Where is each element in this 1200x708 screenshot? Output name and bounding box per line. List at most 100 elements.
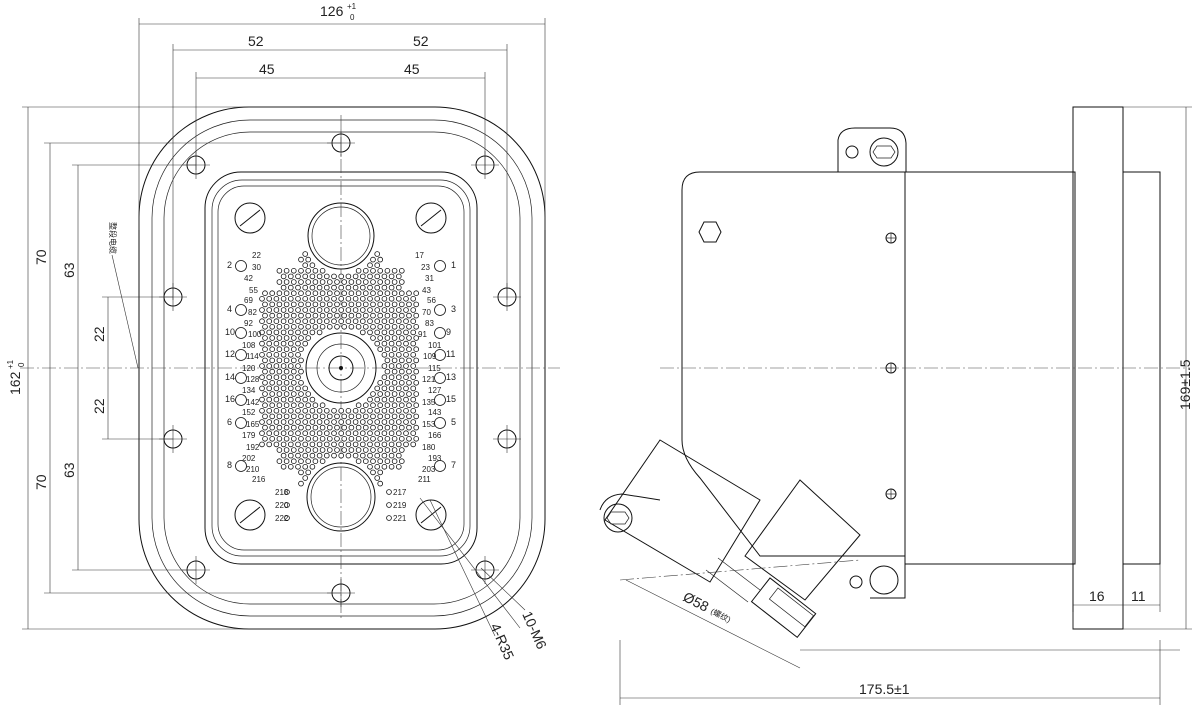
signal-pin bbox=[381, 273, 388, 280]
signal-pin bbox=[406, 335, 412, 341]
signal-pin bbox=[395, 374, 402, 381]
signal-pin bbox=[284, 502, 290, 508]
signal-pin bbox=[391, 458, 398, 465]
guide-screws bbox=[234, 202, 447, 531]
signal-pin bbox=[312, 301, 319, 308]
signal-pin bbox=[384, 391, 391, 397]
pin-label: 114 bbox=[246, 352, 259, 361]
signal-pin bbox=[284, 489, 290, 495]
signal-pin bbox=[345, 452, 352, 459]
signal-pin bbox=[295, 284, 301, 291]
signal-pin bbox=[384, 413, 391, 420]
signal-pin bbox=[359, 329, 366, 336]
signal-pin bbox=[388, 419, 395, 425]
signal-pin bbox=[331, 295, 337, 302]
dim-overall-height-tol-upper: +1 bbox=[6, 359, 15, 369]
signal-pin bbox=[345, 295, 352, 302]
pin-label: 55 bbox=[249, 286, 258, 295]
signal-pin bbox=[370, 256, 376, 263]
signal-pin bbox=[269, 323, 276, 330]
signal-pin bbox=[362, 435, 369, 442]
signal-pin bbox=[398, 323, 405, 330]
signal-pin bbox=[377, 391, 384, 397]
signal-pin bbox=[388, 329, 395, 336]
signal-pin bbox=[269, 379, 276, 386]
signal-pin bbox=[362, 323, 369, 330]
dim-flange-thk: 16 bbox=[1089, 588, 1105, 604]
signal-pin bbox=[345, 430, 352, 437]
contact-number: 1 bbox=[451, 260, 456, 270]
signal-pin bbox=[398, 279, 405, 285]
power-contact bbox=[235, 460, 247, 472]
dim-thread-note: (螺纹) bbox=[709, 606, 733, 625]
power-contact bbox=[235, 372, 247, 384]
signal-pin bbox=[381, 363, 388, 369]
dim-lower-22: 22 bbox=[91, 398, 107, 414]
pin-label: 42 bbox=[244, 274, 253, 283]
signal-pin bbox=[352, 441, 359, 448]
signal-pin bbox=[398, 346, 405, 353]
signal-pin bbox=[374, 307, 381, 313]
signal-pin bbox=[309, 419, 316, 425]
signal-pin bbox=[266, 430, 273, 437]
contact-number: 2 bbox=[227, 260, 232, 270]
signal-pin bbox=[384, 435, 391, 442]
contact-number: 8 bbox=[227, 460, 232, 470]
signal-pin bbox=[403, 307, 409, 313]
dim-upper-22: 22 bbox=[91, 326, 107, 342]
signal-pin bbox=[283, 346, 290, 353]
pin-label: 109 bbox=[423, 352, 437, 361]
signal-pin bbox=[395, 452, 402, 459]
signal-pin bbox=[381, 419, 388, 425]
signal-pin bbox=[298, 447, 304, 453]
signal-pin bbox=[326, 290, 333, 297]
signal-pin bbox=[352, 407, 359, 414]
signal-pin bbox=[290, 290, 297, 297]
signal-pin bbox=[413, 290, 420, 297]
dim-gap: 11 bbox=[1131, 588, 1146, 604]
power-contact bbox=[434, 304, 446, 316]
signal-pin bbox=[381, 307, 388, 313]
signal-pin bbox=[298, 323, 304, 330]
front-view: 22 30 42 55 69 82 92 100 108 114 120 128… bbox=[20, 106, 560, 630]
signal-pin bbox=[370, 424, 376, 431]
signal-pin bbox=[381, 295, 388, 302]
signal-pin bbox=[348, 435, 355, 442]
signal-pin bbox=[398, 391, 405, 397]
signal-pin bbox=[374, 273, 381, 280]
signal-pin bbox=[384, 323, 391, 330]
signal-pin bbox=[302, 475, 309, 481]
pin-label: 192 bbox=[246, 443, 260, 452]
signal-pin bbox=[334, 279, 340, 285]
signal-pin bbox=[391, 279, 398, 285]
dim-thread-dia: Ø58 bbox=[681, 588, 712, 614]
signal-pin bbox=[295, 441, 301, 448]
signal-pin bbox=[283, 323, 290, 330]
signal-pin bbox=[406, 379, 412, 386]
signal-pin bbox=[302, 284, 309, 291]
dim-overall-width-tol-lower: 0 bbox=[350, 13, 355, 22]
signal-pin bbox=[316, 441, 323, 448]
signal-pin bbox=[280, 385, 287, 392]
signal-pin bbox=[280, 396, 287, 403]
signal-pin bbox=[355, 301, 362, 308]
signal-pin bbox=[302, 329, 309, 336]
signal-pin bbox=[345, 284, 352, 291]
signal-pin bbox=[305, 413, 312, 420]
signal-pin bbox=[331, 419, 337, 425]
signal-pin bbox=[262, 379, 268, 386]
pin-label: 202 bbox=[242, 454, 256, 463]
signal-pin bbox=[355, 458, 362, 465]
signal-pin bbox=[352, 318, 359, 325]
signal-pin bbox=[312, 413, 319, 420]
signal-pin bbox=[377, 447, 384, 453]
signal-pin bbox=[273, 407, 280, 414]
signal-pin bbox=[302, 251, 309, 257]
pin-field bbox=[259, 251, 420, 521]
signal-pin bbox=[374, 318, 381, 325]
pin-label: 135 bbox=[422, 398, 436, 407]
signal-pin bbox=[341, 447, 348, 453]
signal-pin bbox=[295, 396, 301, 403]
signal-pin bbox=[309, 407, 316, 414]
signal-pin bbox=[280, 363, 287, 369]
